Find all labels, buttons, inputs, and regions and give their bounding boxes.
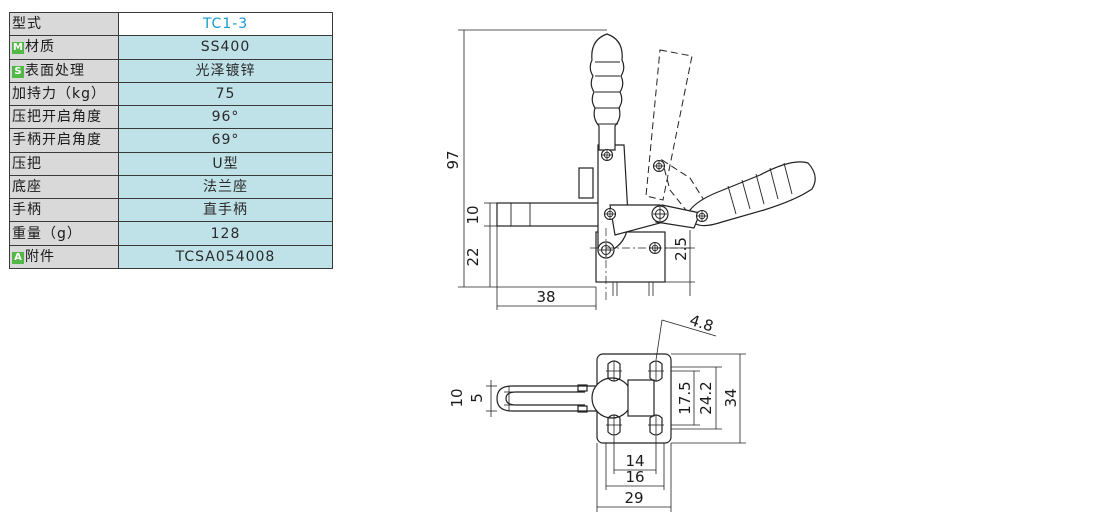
u-clamp-bar: [496, 385, 597, 412]
pivot-icon: [600, 148, 614, 162]
dim-hole-span-y: 24.2: [697, 381, 715, 414]
top-dimension-lines: [486, 319, 746, 512]
base-block: [595, 231, 666, 283]
dim-base-length: 29: [624, 489, 643, 507]
spec-value: 128: [118, 221, 333, 246]
top-view: [486, 319, 746, 512]
spec-label: 底座: [9, 174, 119, 200]
spec-value: 直手柄: [118, 198, 333, 223]
dim-base-width: 34: [722, 388, 740, 407]
spec-row-bar: 压把 U型: [9, 151, 333, 176]
dim-hole-pitch-x: 16: [625, 468, 644, 486]
dim-hole-pitch-x-inner: 14: [625, 452, 644, 470]
dim-slot-outer: 10: [448, 388, 466, 407]
spec-label: 手柄开启角度: [9, 128, 119, 153]
spec-label: 材质: [25, 39, 55, 56]
dim-height: 97: [444, 150, 462, 169]
open-handle-phantom: [645, 49, 708, 216]
spec-label: 压把开启角度: [9, 105, 119, 130]
spec-value: SS400: [118, 35, 333, 60]
spec-value: 光泽镀锌: [118, 58, 333, 83]
dim-hole-pitch-y: 17.5: [676, 381, 694, 414]
spec-label: 附件: [25, 248, 55, 265]
spec-value: U型: [118, 151, 333, 176]
clamp-arm: [496, 202, 608, 227]
stop-block: [578, 167, 594, 199]
dim-slot-inner: 5: [468, 393, 486, 403]
pivot-icon: [652, 159, 666, 173]
dim-arm-reach: 38: [536, 288, 555, 306]
spec-row-handle: 手柄 直手柄: [9, 198, 333, 223]
pivot-icon: [651, 205, 669, 223]
pivot-icon: [603, 207, 617, 221]
spec-label: 加持力（kg）: [9, 81, 119, 107]
spec-row-bar-angle: 压把开启角度 96°: [9, 105, 333, 130]
side-dimension-texts: 97 10 22 38 2.5: [444, 150, 690, 306]
pivot-boss: [591, 377, 633, 419]
dim-hole-dia: 4.8: [687, 311, 715, 335]
badge-m-icon: M: [12, 42, 24, 55]
spec-label: 型式: [9, 11, 119, 37]
spec-value: 69°: [118, 128, 333, 153]
side-view: [458, 29, 816, 310]
spec-label: 重量（g）: [9, 221, 119, 246]
dim-pivot-offset: 2.5: [672, 237, 690, 261]
link-body: [597, 144, 629, 251]
side-dimension-lines: [458, 29, 695, 310]
pivot-icon: [695, 209, 709, 223]
spec-value: 75: [118, 81, 333, 107]
inclined-handle-grip: [689, 161, 816, 227]
spec-label: 压把: [9, 151, 119, 176]
dim-base-height: 22: [464, 247, 482, 266]
spec-row-handle-angle: 手柄开启角度 69°: [9, 128, 333, 153]
badge-a-icon: A: [12, 251, 24, 264]
spec-value: 法兰座: [118, 174, 333, 200]
spec-value: TCSA054008: [118, 244, 333, 270]
dim-arm-thickness: 10: [464, 205, 482, 224]
spec-value: 96°: [118, 105, 333, 130]
spec-row-weight: 重量（g） 128: [9, 221, 333, 246]
spec-row-base: 底座 法兰座: [9, 174, 333, 200]
spec-row-force: 加持力（kg） 75: [9, 81, 333, 107]
spec-label: 表面处理: [25, 62, 85, 79]
badge-s-icon: S: [12, 65, 24, 78]
